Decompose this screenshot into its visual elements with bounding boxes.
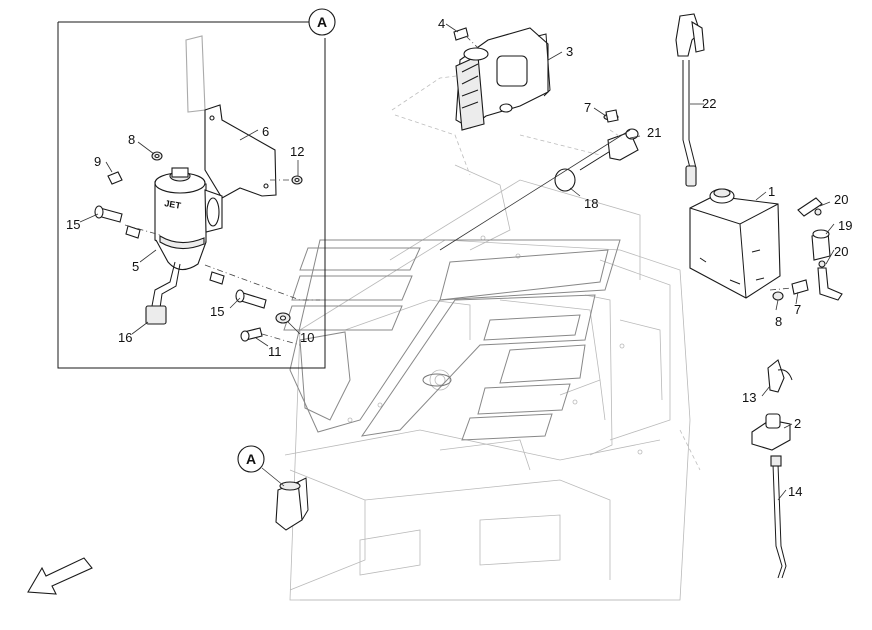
bolt-part-4 xyxy=(453,27,469,41)
callout-6: 6 xyxy=(262,124,269,139)
callout-21: 21 xyxy=(647,125,661,140)
callout-7-right: 7 xyxy=(794,302,801,317)
cap-part-18 xyxy=(554,168,576,192)
callout-20-bottom: 20 xyxy=(834,244,848,259)
callout-13: 13 xyxy=(742,390,756,405)
nozzle-part-21 xyxy=(579,128,639,171)
callout-20-top: 20 xyxy=(834,192,848,207)
detail-a-letter-top: A xyxy=(317,14,327,30)
hose-fittings-19-20 xyxy=(797,197,843,301)
callout-19: 19 xyxy=(838,218,852,233)
direction-arrow xyxy=(27,557,93,595)
tank-guard-panels xyxy=(283,239,621,441)
callout-10: 10 xyxy=(300,330,314,345)
callout-18: 18 xyxy=(584,196,598,211)
callout-2: 2 xyxy=(794,416,801,431)
callout-22: 22 xyxy=(702,96,716,111)
callout-8-left: 8 xyxy=(128,132,135,147)
callout-4: 4 xyxy=(438,16,445,31)
washer-part-8-right xyxy=(772,291,784,301)
detail-a-box: A xyxy=(57,8,336,369)
callout-numbers: 4 3 7 21 18 22 1 20 19 20 8 7 13 2 14 6 … xyxy=(66,16,852,499)
rod-part-14 xyxy=(770,455,787,579)
callout-12: 12 xyxy=(290,144,304,159)
holder-part-2 xyxy=(751,413,791,451)
callout-16: 16 xyxy=(118,330,132,345)
bracket-part-6 xyxy=(185,35,277,199)
fuel-pump-part-5: JET xyxy=(145,167,223,325)
machine-frame-background xyxy=(284,114,701,601)
callout-15-right: 15 xyxy=(210,304,224,319)
fittings xyxy=(94,151,303,342)
spray-lance-part-22 xyxy=(675,13,705,187)
detail-a-marker-bottom xyxy=(237,445,265,473)
callout-8-right: 8 xyxy=(775,314,782,329)
detail-a-marker-top xyxy=(308,8,336,36)
callout-11: 11 xyxy=(268,344,282,359)
gun-part-13 xyxy=(767,359,793,393)
pump-locator-a: A xyxy=(237,445,309,531)
tank-part-1 xyxy=(689,188,781,299)
callout-9: 9 xyxy=(94,154,101,169)
pump-brand-label: JET xyxy=(164,198,182,211)
callout-7-top: 7 xyxy=(584,100,591,115)
callout-5: 5 xyxy=(132,259,139,274)
bolt-part-7-right xyxy=(791,279,809,295)
leader-lines xyxy=(79,23,835,501)
callout-1: 1 xyxy=(768,184,775,199)
callout-14: 14 xyxy=(788,484,802,499)
detail-a-letter-bottom: A xyxy=(246,451,256,467)
callout-15-left: 15 xyxy=(66,217,80,232)
callout-3: 3 xyxy=(566,44,573,59)
reservoir-part-3 xyxy=(455,27,551,131)
